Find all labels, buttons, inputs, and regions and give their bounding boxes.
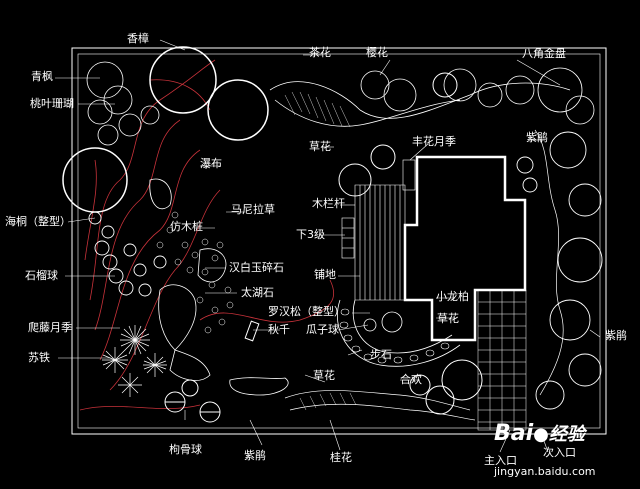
label-zhurukou: 主入口 (484, 454, 517, 467)
site-boundary (71, 47, 607, 435)
hatch-bottom (299, 392, 357, 411)
label-hanbaiyu: 汉白玉碎石 (229, 261, 284, 274)
label-fangmuzhuang: 仿木桩 (170, 220, 203, 233)
gouguqiu-balls (164, 379, 221, 423)
hatch-top (284, 91, 351, 128)
shrubs-left (88, 211, 167, 297)
shrub-band-right (534, 129, 564, 396)
label-taoye: 桃叶珊瑚 (30, 97, 74, 110)
trees-near-house (338, 72, 483, 415)
label-caohua-house: 草花 (437, 312, 459, 325)
label-haitong: 海桐（整型） (5, 215, 71, 228)
label-buhua: 步石 (370, 348, 392, 361)
curved-path (337, 299, 461, 367)
taihu-rocks (149, 178, 289, 396)
label-qingfeng: 青枫 (31, 70, 53, 83)
wood-deck (341, 159, 416, 301)
watermark-brand: Bai (494, 421, 534, 446)
label-ziwei-right: 紫鹃 (605, 329, 627, 342)
entrance-paving (477, 289, 527, 431)
swing (244, 320, 260, 342)
label-mulangan: 木栏杆 (312, 197, 345, 210)
label-xia3ji: 下3级 (296, 228, 325, 241)
house-outline (403, 155, 527, 342)
watermark-logo: Bai●经验 (494, 420, 585, 446)
shrub-band-bottom (284, 390, 476, 421)
shrub-band-top (269, 67, 595, 127)
label-maniela: 马尼拉草 (231, 203, 275, 216)
sutie-palms (102, 325, 167, 397)
label-hehuan: 合欢 (400, 373, 422, 386)
label-pubu: 瀑布 (200, 157, 222, 170)
label-taihushi: 太湖石 (241, 286, 274, 299)
contour-lines (79, 59, 335, 411)
label-guaziqiu: 瓜子球 (306, 323, 339, 336)
label-chahua: 茶花 (309, 46, 331, 59)
tree-xiangzhang (62, 46, 269, 213)
watermark-brand-cn: 经验 (548, 424, 585, 445)
label-yinghua: 樱花 (366, 46, 388, 59)
watermark-url: jingyan.baidu.com (494, 465, 596, 478)
label-luohansong: 罗汉松（整型） (268, 305, 345, 318)
label-pudi: 铺地 (314, 268, 336, 281)
label-sutie: 苏铁 (28, 351, 50, 364)
label-gouguqiu: 枸骨球 (169, 443, 202, 456)
label-qiuqian: 秋千 (268, 323, 290, 336)
label-caohua-top: 草花 (309, 140, 331, 153)
label-paqiang: 爬藤月季 (28, 321, 72, 334)
label-guihua: 桂花 (330, 451, 352, 464)
label-bajiao: 八角金盘 (522, 47, 566, 60)
label-xiaolongbai: 小龙柏 (436, 290, 469, 303)
leader-lines (55, 39, 601, 453)
trees-top-left-small (86, 61, 160, 146)
site-boundary-inner (77, 53, 601, 429)
label-fengyue: 丰花月季 (412, 135, 456, 148)
label-shiliu: 石榴球 (25, 269, 58, 282)
paw-icon: ● (533, 424, 549, 445)
label-ziwei-bottom: 紫鹃 (244, 449, 266, 462)
label-caohua-bottom: 草花 (313, 369, 335, 382)
label-ziwei-right-top: 紫鹃 (526, 131, 548, 144)
trees-right (516, 131, 603, 410)
label-xiangzhang: 香樟 (127, 32, 149, 45)
label-ciruku: 次入口 (543, 446, 576, 459)
stepping-stones (339, 308, 450, 364)
